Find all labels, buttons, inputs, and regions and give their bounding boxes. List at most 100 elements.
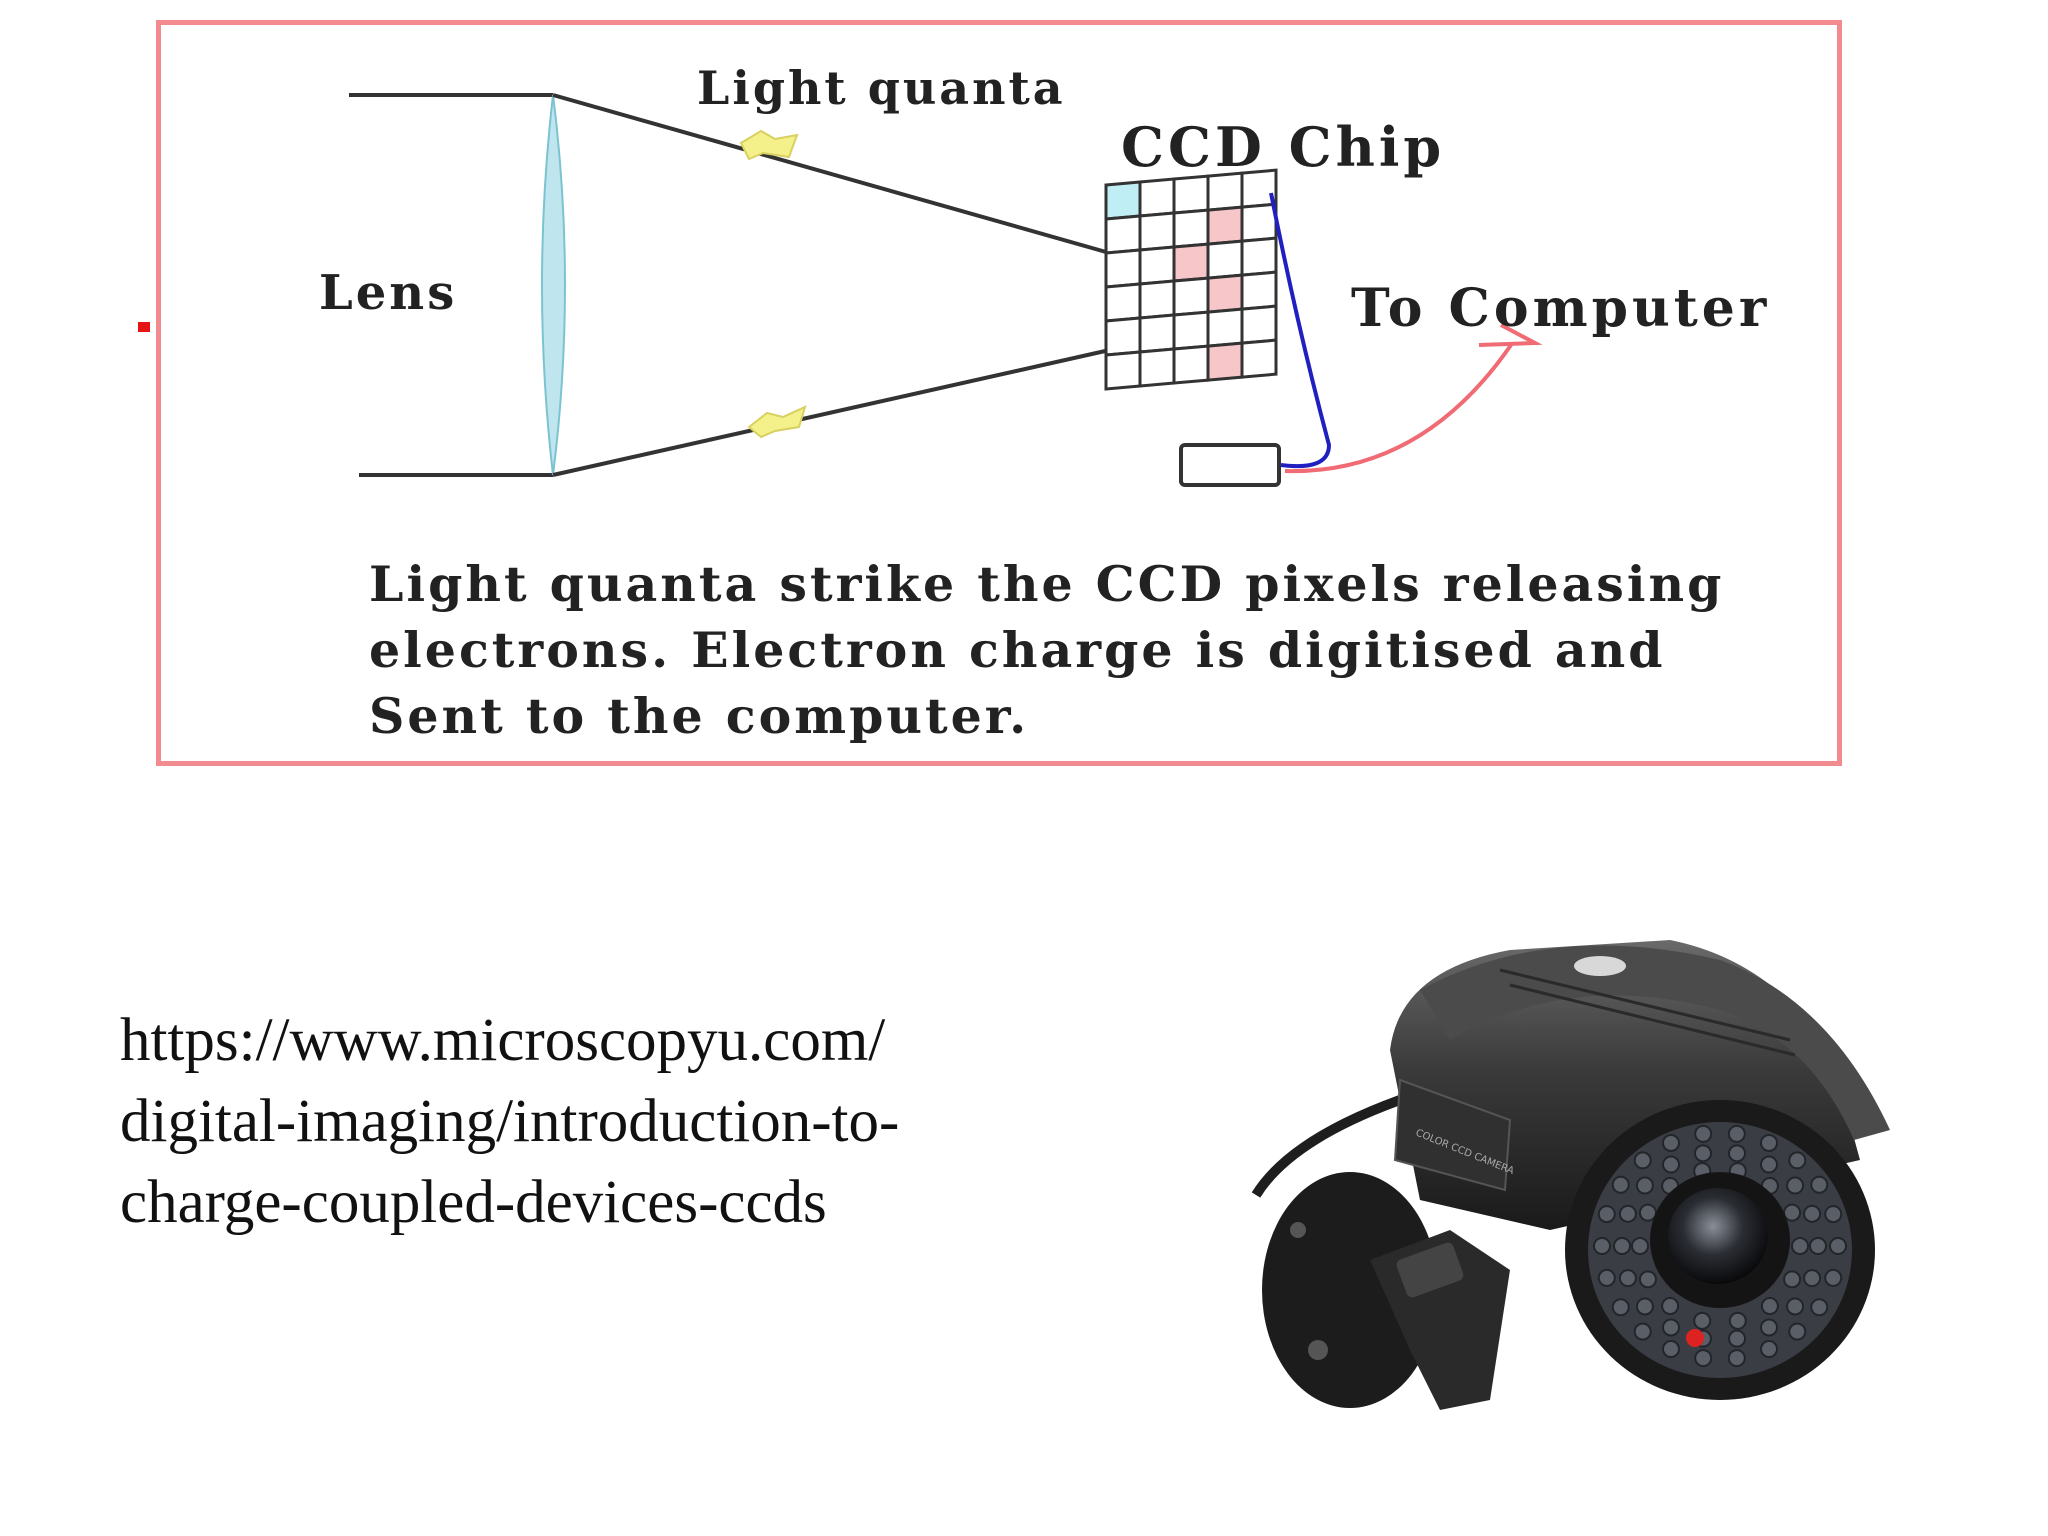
reference-url[interactable]: https://www.microscopyu.com/ digital-ima… <box>120 1000 1020 1243</box>
ir-led-icon <box>1662 1155 1680 1174</box>
diagram-caption: Light quanta strike the CCD pixels relea… <box>369 551 1769 749</box>
camera-cable <box>1251 1095 1402 1198</box>
digitiser-box <box>1179 443 1281 487</box>
arrow-head-icon <box>1478 323 1543 347</box>
caption-line: Sent to the computer. <box>369 687 1030 745</box>
ccd-pixel <box>1138 245 1176 286</box>
caption-line: electrons. Electron charge is digitised … <box>369 621 1666 679</box>
bracket-clamp <box>1396 1242 1464 1298</box>
ir-led-icon <box>1694 1349 1713 1368</box>
ccd-pixel <box>1206 239 1244 280</box>
mount-base <box>1262 1172 1438 1408</box>
ir-led-icon <box>1611 1298 1630 1317</box>
ir-led-icon <box>1810 1298 1829 1317</box>
ir-led-array <box>1593 1124 1847 1368</box>
ccd-chip-label: CCD Chip <box>1121 115 1446 179</box>
ir-led-icon <box>1783 1270 1802 1289</box>
ir-led-icon <box>1661 1340 1680 1359</box>
ir-led-icon <box>1760 1297 1779 1316</box>
ir-led-icon <box>1788 1322 1807 1341</box>
ccd-pixel <box>1240 236 1278 277</box>
sun-shield <box>1420 945 1890 1140</box>
ccd-pixel <box>1172 242 1210 283</box>
ccd-pixel <box>1172 310 1210 351</box>
camera-lens-icon <box>1668 1188 1768 1284</box>
ccd-camera-photo: COLOR CCD CAMERA <box>1251 940 1890 1410</box>
upper-converging-ray <box>552 93 1107 254</box>
ir-led-icon <box>1788 1151 1807 1170</box>
lower-converging-ray <box>552 345 1124 477</box>
status-led-icon <box>1686 1329 1704 1347</box>
ir-led-icon <box>1791 1237 1809 1255</box>
ir-led-icon <box>1613 1237 1631 1255</box>
chip-wire <box>1269 192 1332 469</box>
to-computer-label: To Computer <box>1351 278 1771 339</box>
ir-led-icon <box>1693 1311 1712 1330</box>
housing-vent <box>1574 956 1626 976</box>
ir-led-icon <box>1638 1203 1657 1222</box>
ir-led-icon <box>1824 1268 1843 1287</box>
ccd-pixel <box>1172 208 1210 249</box>
ir-led-icon <box>1635 1176 1654 1195</box>
lens-label: Lens <box>319 265 458 321</box>
ccd-pixel <box>1104 316 1142 357</box>
caption-line: Light quanta strike the CCD pixels relea… <box>369 555 1725 613</box>
ccd-pixel <box>1206 307 1244 348</box>
ccd-pixel <box>1240 202 1278 243</box>
lower-photon-icon <box>747 405 807 439</box>
ccd-pixel <box>1172 344 1210 385</box>
ir-led-icon <box>1809 1237 1827 1255</box>
ir-led-icon <box>1618 1269 1637 1288</box>
ccd-pixel <box>1104 350 1142 391</box>
ccd-diagram-figure <box>349 93 1543 487</box>
ccd-pixel-grid <box>1104 168 1278 391</box>
ir-led-icon <box>1760 1318 1778 1337</box>
ir-led-icon <box>1611 1175 1630 1194</box>
mount-screw-icon <box>1308 1340 1328 1360</box>
to-computer-arrow <box>1284 343 1513 474</box>
ccd-pixel <box>1138 313 1176 354</box>
ccd-pixel <box>1104 282 1142 323</box>
ir-led-icon <box>1638 1270 1657 1289</box>
ccd-pixel <box>1104 214 1142 255</box>
ccd-pixel <box>1172 174 1210 215</box>
ir-led-icon <box>1728 1329 1747 1348</box>
ir-led-icon <box>1728 1311 1747 1330</box>
ir-led-icon <box>1786 1176 1805 1195</box>
ir-led-icon <box>1783 1203 1802 1222</box>
ir-led-icon <box>1662 1318 1680 1337</box>
side-plate <box>1393 1078 1512 1192</box>
ir-led-icon <box>1760 1155 1778 1174</box>
ccd-pixel <box>1138 177 1176 218</box>
shield-ridge <box>1509 983 1796 1057</box>
ccd-pixel <box>1206 205 1244 246</box>
ccd-pixel <box>1206 273 1244 314</box>
url-line[interactable]: https://www.microscopyu.com/ <box>120 1007 886 1074</box>
ccd-pixel <box>1104 248 1142 289</box>
ir-led-icon <box>1760 1133 1779 1152</box>
ir-led-icon <box>1597 1205 1616 1224</box>
ir-led-icon <box>1810 1175 1829 1194</box>
ir-led-icon <box>1593 1237 1611 1255</box>
url-line[interactable]: charge-coupled-devices-ccds <box>120 1169 827 1236</box>
ir-led-icon <box>1633 1151 1652 1170</box>
ir-led-icon <box>1803 1204 1822 1223</box>
ir-led-icon <box>1661 1133 1680 1152</box>
upper-photon-icon <box>739 129 799 161</box>
ccd-diagram-panel: Light quanta CCD Chip Lens To Computer L… <box>156 20 1842 766</box>
ccd-pixel <box>1240 270 1278 311</box>
ir-led-icon <box>1597 1268 1616 1287</box>
ir-led-icon <box>1824 1205 1843 1224</box>
ir-led-icon <box>1760 1340 1779 1359</box>
ir-led-icon <box>1618 1204 1637 1223</box>
lens-shape <box>541 94 566 476</box>
shield-ridge <box>1499 968 1791 1042</box>
ir-led-icon <box>1693 1144 1712 1163</box>
ccd-pixel <box>1138 279 1176 320</box>
light-quanta-label: Light quanta <box>697 61 1066 115</box>
ir-led-icon <box>1803 1269 1822 1288</box>
ccd-pixel <box>1172 276 1210 317</box>
ir-led-icon <box>1633 1322 1652 1341</box>
ir-led-icon <box>1727 1349 1746 1368</box>
url-line[interactable]: digital-imaging/introduction-to- <box>120 1088 900 1155</box>
